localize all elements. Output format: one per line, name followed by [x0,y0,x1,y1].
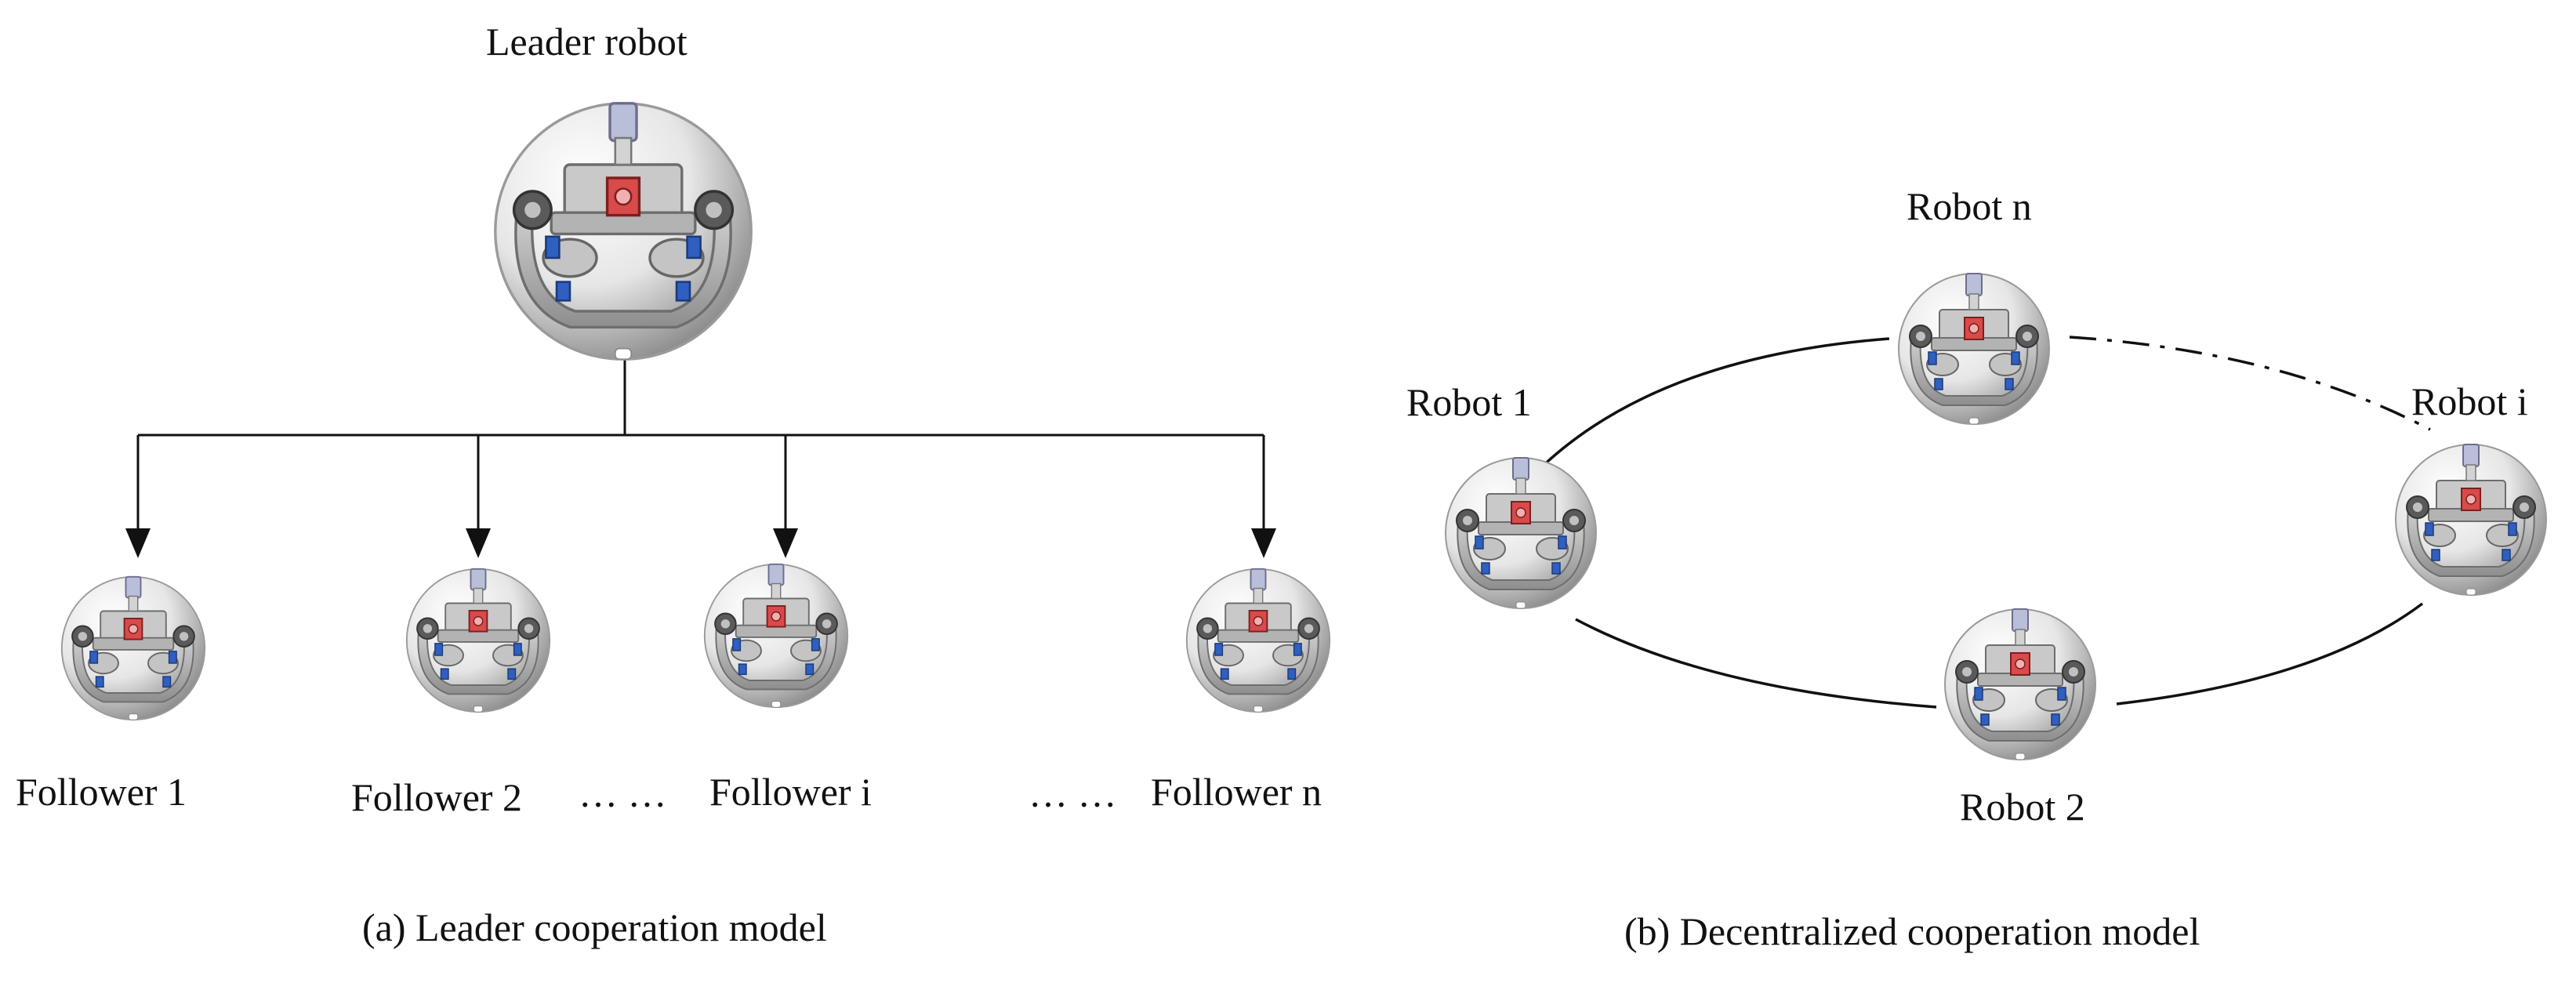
tree-connectors [136,351,1265,533]
leader-robot-label: Leader robot [486,20,688,63]
arrowhead-follower-i [773,528,798,558]
follower-n-label: Follower n [1151,770,1322,814]
ellipsis-1: … … [579,771,667,815]
follower-2-label: Follower 2 [351,775,523,819]
panel-b-decentralized-model [1445,273,2547,760]
arrowhead-follower-2 [466,528,491,558]
panel-a-caption: (a) Leader cooperation model [362,905,827,949]
robot-n-label: Robot n [1907,184,2032,228]
follower-2-robot-image [405,568,551,713]
follower-1-robot-image [60,575,206,721]
arrowhead-follower-1 [125,528,151,558]
follower-n-robot-image [1185,568,1331,713]
robot-1-label: Robot 1 [1406,380,1532,424]
ring-arc-robot2-to-roboti [2116,602,2424,706]
ring-connectors [1535,336,2431,709]
panel-a-leader-model [60,102,1331,721]
follower-i-robot-image [703,563,849,709]
follower-1-label: Follower 1 [16,770,187,814]
robot-n-image [1898,273,2050,425]
robot-1-image [1445,457,1597,609]
robot-i-image [2395,444,2547,596]
ring-arc-robotn-to-roboti-dashed [2069,336,2431,431]
ring-arc-robot1-to-robot2 [1575,618,1937,709]
leader-robot-image [494,102,753,361]
panel-b-caption: (b) Decentralized cooperation model [1624,909,2200,953]
ring-arc-robot1-to-robotn [1535,337,1890,473]
ellipsis-2: … … [1029,771,1117,815]
follower-i-label: Follower i [709,770,872,814]
robot-2-label: Robot 2 [1960,785,2085,829]
robot-i-label: Robot i [2411,379,2528,423]
arrowhead-follower-n [1251,528,1276,558]
robot-2-image [1944,608,2096,760]
tree-arrowheads [125,528,1276,558]
